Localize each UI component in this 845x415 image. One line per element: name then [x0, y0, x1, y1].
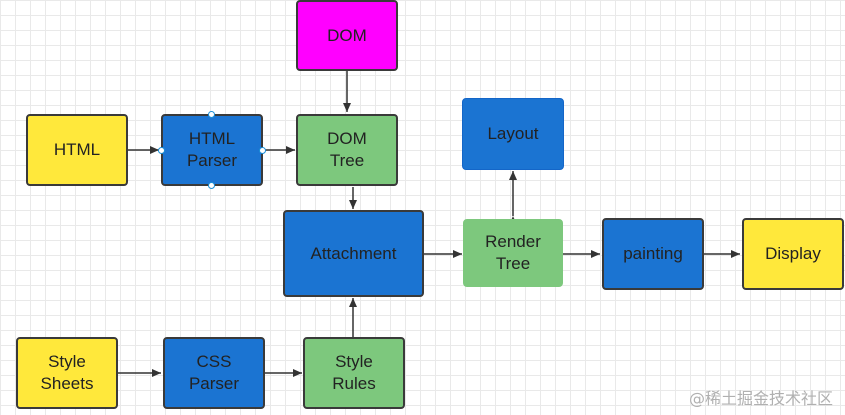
- selection-handle-bottom[interactable]: [208, 182, 215, 189]
- attachment-label: Attachment: [310, 243, 397, 263]
- dom-tree-node[interactable]: DOM Tree: [296, 114, 398, 186]
- layout-label: Layout: [487, 124, 539, 143]
- render-tree-node[interactable]: Render Tree: [463, 219, 563, 287]
- display-label: Display: [765, 244, 821, 263]
- dom-tree-label: DOM Tree: [327, 129, 367, 170]
- selection-handle-right[interactable]: [259, 147, 266, 154]
- layout-node[interactable]: Layout: [462, 98, 564, 170]
- painting-node[interactable]: painting: [602, 218, 704, 290]
- style-sheets-node[interactable]: Style Sheets: [16, 337, 118, 409]
- css-parser-node[interactable]: CSS Parser: [163, 337, 265, 409]
- attachment-node[interactable]: Attachment: [283, 210, 424, 297]
- selection-handle-left[interactable]: [158, 147, 165, 154]
- style-rules-label: Style Rules: [332, 352, 376, 393]
- css-parser-label: CSS Parser: [188, 352, 240, 393]
- watermark: @稀土掘金技术社区: [688, 389, 833, 408]
- html-parser-node[interactable]: HTML Parser: [161, 114, 263, 186]
- render-tree-label: Render Tree: [485, 232, 541, 273]
- selection-handle-top[interactable]: [208, 111, 215, 118]
- style-sheets-label: Style Sheets: [40, 352, 94, 393]
- html-parser-label: HTML Parser: [186, 129, 238, 170]
- style-rules-node[interactable]: Style Rules: [303, 337, 405, 409]
- painting-label: painting: [623, 244, 683, 263]
- dom-node[interactable]: DOM: [296, 0, 398, 71]
- html-label: HTML: [53, 140, 101, 159]
- html-node[interactable]: HTML: [26, 114, 128, 186]
- dom-label: DOM: [327, 25, 367, 45]
- display-node[interactable]: Display: [742, 218, 844, 290]
